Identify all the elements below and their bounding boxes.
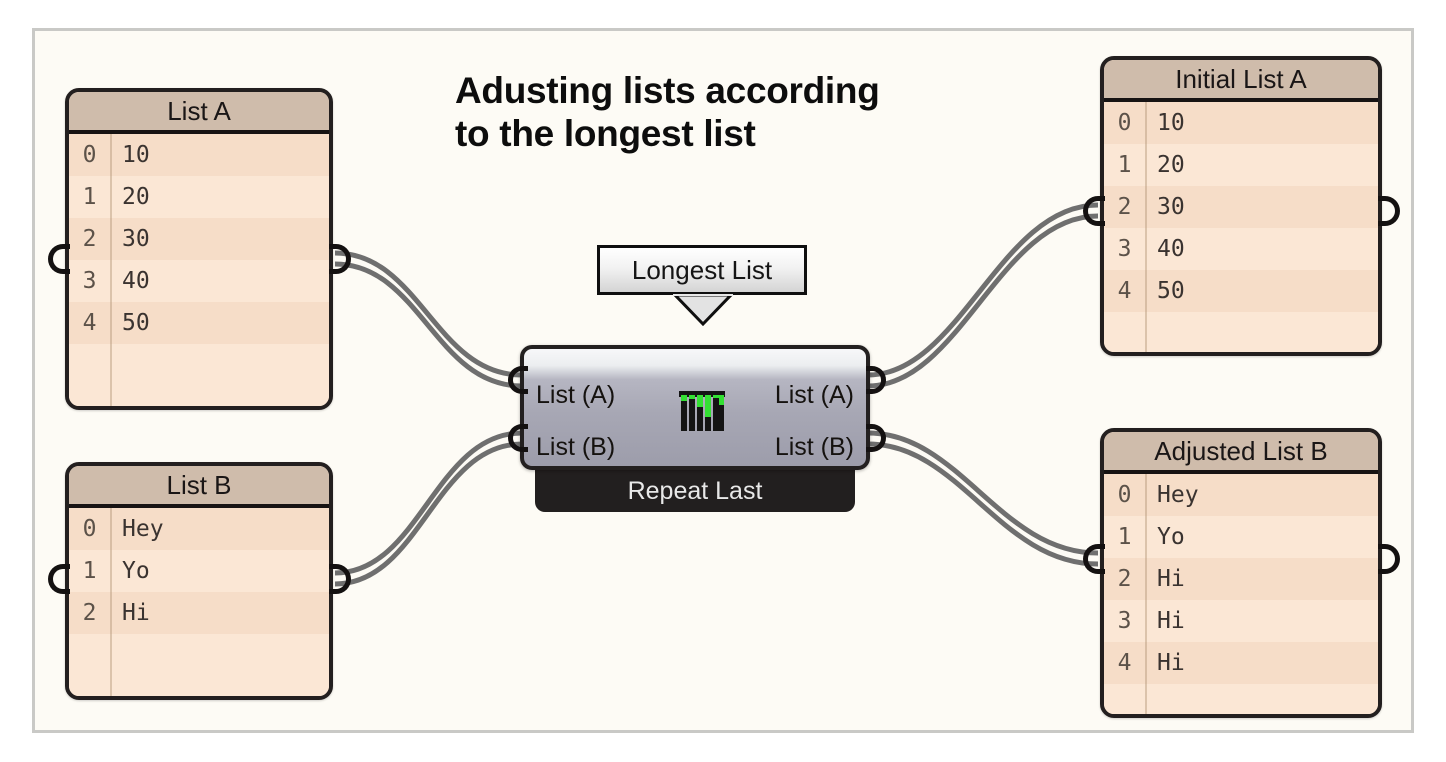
tooltip-longest-list: Longest List [597, 245, 807, 295]
row-index: 1 [1117, 524, 1132, 550]
row-value: 40 [1157, 236, 1185, 262]
panel-padding [1104, 684, 1378, 714]
diagram-title-line-2: to the longest list [455, 112, 756, 154]
table-row[interactable]: 2 Hi [69, 592, 329, 634]
row-value: Yo [122, 558, 150, 584]
row-index: 1 [1117, 152, 1132, 178]
row-value: 50 [122, 310, 150, 336]
table-row[interactable]: 4 Hi [1104, 642, 1378, 684]
row-index: 4 [1117, 650, 1132, 676]
node-input-list-a[interactable]: List (A) [536, 380, 616, 409]
row-value: 20 [122, 184, 150, 210]
component-longest-list[interactable]: List (A) List (B) List (A) List (B) [520, 345, 870, 470]
row-value: Hey [1157, 482, 1199, 508]
panel-list-a-body: 0 10 1 20 2 30 3 40 4 50 [69, 134, 329, 406]
row-value: Hi [1157, 566, 1185, 592]
repeat-last-icon [679, 391, 725, 431]
panel-list-b[interactable]: List B 0 Hey 1 Yo 2 Hi [65, 462, 333, 700]
table-row[interactable]: 0 Hey [1104, 474, 1378, 516]
row-value: 20 [1157, 152, 1185, 178]
node-output-port-b[interactable] [866, 424, 886, 452]
node-input-params: List (A) List (B) [536, 369, 666, 466]
panel-list-b-body: 0 Hey 1 Yo 2 Hi [69, 508, 329, 696]
table-row[interactable]: 0 10 [69, 134, 329, 176]
node-input-list-b[interactable]: List (B) [536, 433, 616, 462]
row-value: Hey [122, 516, 164, 542]
row-index: 3 [1117, 236, 1132, 262]
panel-adjusted-list-b-title: Adjusted List B [1104, 432, 1378, 474]
row-index: 3 [82, 268, 97, 294]
panel-initial-list-a-input-port[interactable] [1083, 196, 1105, 226]
row-value: Yo [1157, 524, 1185, 550]
table-row[interactable]: 2 30 [69, 218, 329, 260]
row-index: 0 [82, 142, 97, 168]
table-row[interactable]: 3 Hi [1104, 600, 1378, 642]
row-value: 30 [122, 226, 150, 252]
row-index: 1 [82, 558, 97, 584]
panel-list-a-output-port[interactable] [329, 244, 351, 274]
row-value: 30 [1157, 194, 1185, 220]
table-row[interactable]: 3 40 [69, 260, 329, 302]
panel-list-a[interactable]: List A 0 10 1 20 2 30 3 40 4 50 [65, 88, 333, 410]
node-parameters: List (A) List (B) List (A) List (B) [524, 369, 866, 466]
row-index: 2 [1117, 566, 1132, 592]
row-index: 0 [82, 516, 97, 542]
row-index: 4 [1117, 278, 1132, 304]
table-row[interactable]: 1 20 [1104, 144, 1378, 186]
panel-padding [69, 634, 329, 696]
panel-initial-list-a-title: Initial List A [1104, 60, 1378, 102]
table-row[interactable]: 3 40 [1104, 228, 1378, 270]
row-value: 50 [1157, 278, 1185, 304]
row-value: 40 [122, 268, 150, 294]
tooltip-pointer-icon [673, 294, 733, 326]
row-value: Hi [1157, 650, 1185, 676]
row-index: 0 [1117, 482, 1132, 508]
diagram-title-line-1: Adusting lists according [455, 70, 880, 111]
table-row[interactable]: 4 50 [1104, 270, 1378, 312]
table-row[interactable]: 2 30 [1104, 186, 1378, 228]
row-index: 0 [1117, 110, 1132, 136]
row-index: 1 [82, 184, 97, 210]
panel-list-b-input-port[interactable] [48, 564, 70, 594]
node-output-list-b[interactable]: List (B) [774, 433, 854, 462]
table-row[interactable]: 1 Yo [1104, 516, 1378, 558]
table-row[interactable]: 0 10 [1104, 102, 1378, 144]
panel-initial-list-a[interactable]: Initial List A 0 10 1 20 2 30 3 40 4 50 [1100, 56, 1382, 356]
table-row[interactable]: 2 Hi [1104, 558, 1378, 600]
panel-adjusted-list-b-input-port[interactable] [1083, 544, 1105, 574]
node-caption-repeat-last[interactable]: Repeat Last [535, 470, 855, 512]
row-index: 2 [1117, 194, 1132, 220]
diagram-title: Adusting lists according to the longest … [455, 70, 1015, 155]
row-value: Hi [122, 600, 150, 626]
panel-adjusted-list-b-output-port[interactable] [1378, 544, 1400, 574]
table-row[interactable]: 1 20 [69, 176, 329, 218]
row-index: 2 [82, 600, 97, 626]
node-input-port-a[interactable] [508, 366, 528, 394]
row-value: 10 [1157, 110, 1185, 136]
panel-list-b-title: List B [69, 466, 329, 508]
panel-padding [69, 344, 329, 406]
node-input-port-b[interactable] [508, 424, 528, 452]
row-value: Hi [1157, 608, 1185, 634]
table-row[interactable]: 4 50 [69, 302, 329, 344]
panel-initial-list-a-output-port[interactable] [1378, 196, 1400, 226]
panel-list-a-title: List A [69, 92, 329, 134]
panel-list-a-input-port[interactable] [48, 244, 70, 274]
table-row[interactable]: 1 Yo [69, 550, 329, 592]
row-index: 3 [1117, 608, 1132, 634]
node-output-list-a[interactable]: List (A) [774, 380, 854, 409]
panel-list-b-output-port[interactable] [329, 564, 351, 594]
node-output-params: List (A) List (B) [724, 369, 854, 466]
panel-initial-list-a-body: 0 10 1 20 2 30 3 40 4 50 [1104, 102, 1378, 352]
panel-padding [1104, 312, 1378, 352]
table-row[interactable]: 0 Hey [69, 508, 329, 550]
row-value: 10 [122, 142, 150, 168]
node-output-port-a[interactable] [866, 366, 886, 394]
row-index: 2 [82, 226, 97, 252]
row-index: 4 [82, 310, 97, 336]
